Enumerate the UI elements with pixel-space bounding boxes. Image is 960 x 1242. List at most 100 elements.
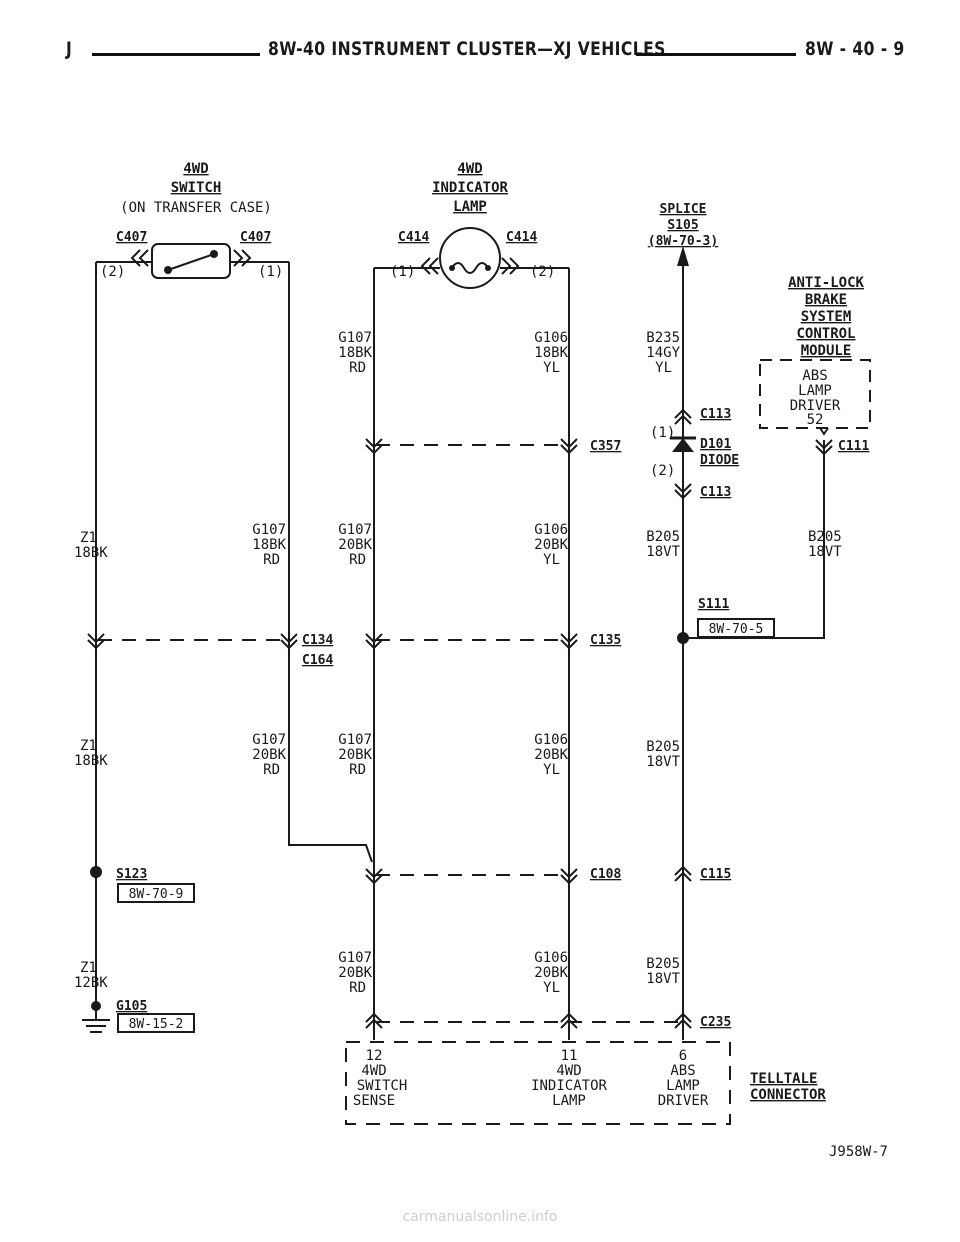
connector-c113-top: C113 xyxy=(700,407,731,422)
wire-g107-low-gauge: 20BK xyxy=(338,747,372,763)
wire-g107-top-tracer: RD xyxy=(349,360,366,376)
connector-c407-left: C407 xyxy=(116,230,147,245)
diode-id: D101 xyxy=(700,437,731,452)
connector-c414-right-symbol xyxy=(501,257,520,275)
wire-g107-mid-circuit: G107 xyxy=(338,522,372,538)
ref-box-g105 xyxy=(117,1013,195,1033)
wire-g106-mid-gauge: 20BK xyxy=(534,537,568,553)
connector-c111: C111 xyxy=(838,439,869,454)
c235-chevron-2 xyxy=(560,1012,578,1029)
diode-triangle-icon xyxy=(672,438,694,452)
wire-b205-mid-gauge: 18VT xyxy=(646,754,680,770)
switch-title-line2: SWITCH xyxy=(171,180,222,196)
splice-s123-dot xyxy=(90,866,102,878)
abs-driver-pin: 52 xyxy=(807,412,824,428)
wire-g106-low-gauge: 20BK xyxy=(534,747,568,763)
wire-z1-ground-gauge: 12BK xyxy=(74,975,108,991)
lamp-filament xyxy=(451,262,489,274)
switch-contact-right-dot xyxy=(210,250,218,258)
wire-g106-mid-circuit: G106 xyxy=(534,522,568,538)
wire-b205-abs-circuit: B205 xyxy=(808,529,842,545)
connector-c113-bottom: C113 xyxy=(700,485,731,500)
connector-c164: C164 xyxy=(302,653,333,668)
connector-c115: C115 xyxy=(700,867,731,882)
wire-g107-sw-upper-circuit: G107 xyxy=(252,522,286,538)
wire-g106-low-circuit: G106 xyxy=(534,732,568,748)
watermark: carmanualsonline.info xyxy=(402,1209,558,1225)
c134-chevron-right xyxy=(280,633,298,650)
ground-g105-dot xyxy=(91,1001,101,1011)
switch-location: (ON TRANSFER CASE) xyxy=(120,200,272,216)
filament-left-dot xyxy=(449,265,455,271)
wire-g106-bottom-tracer: YL xyxy=(543,980,560,996)
switch-contact-left-dot xyxy=(164,266,172,274)
wire-b205-lower-circuit: B205 xyxy=(646,956,680,972)
wire-g106-top-gauge: 18BK xyxy=(534,345,568,361)
c113-top-chevron xyxy=(674,408,692,425)
wire-g107-low-tracer: RD xyxy=(349,762,366,778)
wire-g107-top-gauge: 18BK xyxy=(338,345,372,361)
telltale-pin-11-line1: 4WD xyxy=(556,1063,581,1079)
switch-contact xyxy=(167,253,215,271)
wire-b235-tracer: YL xyxy=(655,360,672,376)
diode-label: DIODE xyxy=(700,453,739,468)
abs-driver-line2: LAMP xyxy=(798,383,832,399)
wire-g107-bottom-tracer: RD xyxy=(349,980,366,996)
abs-title-line5: MODULE xyxy=(801,343,852,359)
c235-chevron-3 xyxy=(674,1012,692,1029)
telltale-pin-12-line1: 4WD xyxy=(361,1063,386,1079)
wire-b205-upper-gauge: 18VT xyxy=(646,544,680,560)
splice-s111: S111 xyxy=(698,597,729,612)
wire-g106-mid-tracer: YL xyxy=(543,552,560,568)
splice-s111-ref: 8W-70-5 xyxy=(709,622,764,637)
filament-right-dot xyxy=(485,265,491,271)
figure-id: J958W-7 xyxy=(829,1144,888,1160)
wire-b205-mid-circuit: B205 xyxy=(646,739,680,755)
connector-c108: C108 xyxy=(590,867,621,882)
abs-title-line3: SYSTEM xyxy=(801,309,852,325)
wire-g106-top-circuit: G106 xyxy=(534,330,568,346)
splice-s123: S123 xyxy=(116,867,147,882)
connector-c414-right: C414 xyxy=(506,230,537,245)
abs-title-line2: BRAKE xyxy=(805,292,847,308)
wire-z1-lower-gauge: 18BK xyxy=(74,753,108,769)
connector-c134: C134 xyxy=(302,633,333,648)
telltale-connector-box xyxy=(345,1041,731,1125)
c357-chevron-left xyxy=(365,438,383,455)
wire-g106-low-tracer: YL xyxy=(543,762,560,778)
wire-b205-abs-gauge: 18VT xyxy=(808,544,842,560)
lamp-title-line2: INDICATOR xyxy=(432,180,508,196)
splice-ref: (8W-70-3) xyxy=(648,234,718,249)
wire-z1-upper-gauge: 18BK xyxy=(74,545,108,561)
c115-chevron xyxy=(674,865,692,882)
abs-driver-line3: DRIVER xyxy=(790,398,841,414)
splice-arrow-icon xyxy=(677,246,689,266)
telltale-pin-6-number: 6 xyxy=(679,1048,687,1064)
c111-chevron xyxy=(815,439,833,456)
wire-z1-upper-circuit: Z1 xyxy=(80,530,97,546)
telltale-title-line2: CONNECTOR xyxy=(750,1087,826,1103)
wire-g107-bottom-circuit: G107 xyxy=(338,950,372,966)
wire-b235-circuit: B235 xyxy=(646,330,680,346)
wire-g107-sw-lower-gauge: 20BK xyxy=(252,747,286,763)
wire-g107-top-circuit: G107 xyxy=(338,330,372,346)
telltale-pin-12-line2: SWITCH xyxy=(357,1078,408,1094)
wire-g107-bottom-gauge: 20BK xyxy=(338,965,372,981)
connector-c414-left: C414 xyxy=(398,230,429,245)
c108-chevron-right xyxy=(560,868,578,885)
telltale-pin-6-line2: LAMP xyxy=(666,1078,700,1094)
connector-c135: C135 xyxy=(590,633,621,648)
header-page-number: 8W - 40 - 9 xyxy=(805,38,905,60)
connector-c357: C357 xyxy=(590,439,621,454)
connector-c235: C235 xyxy=(700,1015,731,1030)
splice-title: SPLICE xyxy=(660,202,707,217)
wire-b205-upper-circuit: B205 xyxy=(646,529,680,545)
telltale-pin-6-line3: DRIVER xyxy=(658,1093,709,1109)
c135-chevron-left xyxy=(365,633,383,650)
connector-c407-right: C407 xyxy=(240,230,271,245)
telltale-pin-12-number: 12 xyxy=(366,1048,383,1064)
abs-title-line4: CONTROL xyxy=(796,326,855,342)
abs-module-box xyxy=(759,359,871,429)
abs-driver-line1: ABS xyxy=(802,368,827,384)
